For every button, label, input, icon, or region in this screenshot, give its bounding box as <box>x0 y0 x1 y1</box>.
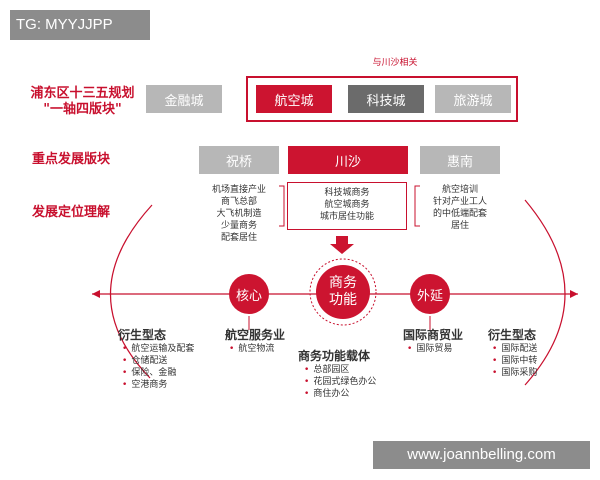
category-international-trade: 国际商贸业 国际贸易 <box>403 326 493 355</box>
desc-line: 航空城商务 <box>324 200 370 210</box>
bracket-left <box>279 185 285 227</box>
focus-box-chuansha: 川沙 <box>288 146 408 174</box>
plan-label-line1: 浦东区十三五规划 <box>30 86 135 101</box>
category-derived-right: 衍生型态 国际配送 国际中转 国际采购 <box>488 326 578 379</box>
plan-label-line2: "一轴四版块" <box>43 102 122 117</box>
desc-zhuqiao: 机场直接产业 商飞总部 大飞机制造 少量商务 配套居住 <box>199 184 279 244</box>
list-item: 仓储配送 <box>122 355 228 367</box>
category-aviation-service: 航空服务业 航空物流 <box>225 326 315 355</box>
desc-chuansha: 科技城商务 航空城商务 城市居住功能 <box>287 182 407 230</box>
desc-line: 航空培训 <box>441 185 478 195</box>
category-title: 衍生型态 <box>488 328 537 342</box>
category-title: 航空服务业 <box>225 328 286 342</box>
circle-core: 核心 <box>229 274 269 314</box>
desc-line: 针对产业工人 <box>432 197 487 207</box>
plan-box-tourism-city: 旅游城 <box>435 85 511 113</box>
list-item: 航空物流 <box>229 343 315 355</box>
plan-box-tech-city: 科技城 <box>348 85 424 113</box>
center-line2: 功能 <box>329 292 357 308</box>
list-item: 国际贸易 <box>407 343 493 355</box>
center-line1: 商务 <box>329 275 357 291</box>
focus-row-label: 重点发展版块 <box>32 152 111 167</box>
desc-line: 居住 <box>450 221 469 231</box>
desc-line: 科技城商务 <box>324 188 370 198</box>
axis-arrow-right <box>570 290 578 298</box>
related-label: 与川沙相关 <box>372 58 418 68</box>
position-row-label: 发展定位理解 <box>32 205 111 220</box>
category-title: 衍生型态 <box>118 328 167 342</box>
category-title: 商务功能载体 <box>298 349 371 363</box>
desc-line: 机场直接产业 <box>211 185 266 195</box>
circle-business-function: 商务 功能 <box>316 265 370 319</box>
desc-line: 商飞总部 <box>220 197 257 207</box>
desc-line: 少量商务 <box>220 221 257 231</box>
desc-line: 城市居住功能 <box>319 212 374 222</box>
category-title: 国际商贸业 <box>403 328 464 342</box>
focus-box-huinan: 惠南 <box>420 146 500 174</box>
list-item: 国际中转 <box>492 355 578 367</box>
bracket-right <box>414 185 420 227</box>
plan-box-finance-city: 金融城 <box>146 85 222 113</box>
watermark-bottom: www.joannbelling.com <box>373 441 590 469</box>
watermark-top: TG: MYYJJPP <box>10 10 150 40</box>
down-arrow <box>330 236 354 254</box>
plan-row-label: 浦东区十三五规划 "一轴四版块" <box>20 86 145 118</box>
list-item: 花园式绿色办公 <box>304 376 408 388</box>
list-item: 商住办公 <box>304 388 408 400</box>
list-item: 航空运输及配套 <box>122 343 228 355</box>
desc-line: 大飞机制造 <box>216 209 262 219</box>
desc-line: 配套居住 <box>220 233 257 243</box>
plan-box-aviation-city: 航空城 <box>256 85 332 113</box>
center-ring <box>309 258 377 326</box>
list-item: 总部园区 <box>304 364 408 376</box>
axis-arrow-left <box>92 290 100 298</box>
list-item: 国际采购 <box>492 367 578 379</box>
list-item: 国际配送 <box>492 343 578 355</box>
focus-box-zhuqiao: 祝桥 <box>199 146 279 174</box>
desc-line: 的中低端配套 <box>432 209 487 219</box>
category-business-carrier: 商务功能载体 总部园区 花园式绿色办公 商住办公 <box>298 347 408 400</box>
chuansha-related-frame <box>246 76 518 122</box>
category-derived-left: 衍生型态 航空运输及配套 仓储配送 保险、金融 空港商务 <box>118 326 228 391</box>
list-item: 空港商务 <box>122 379 228 391</box>
desc-huinan: 航空培训 针对产业工人 的中低端配套 居住 <box>420 184 500 232</box>
list-item: 保险、金融 <box>122 367 228 379</box>
circle-extend: 外延 <box>410 274 450 314</box>
